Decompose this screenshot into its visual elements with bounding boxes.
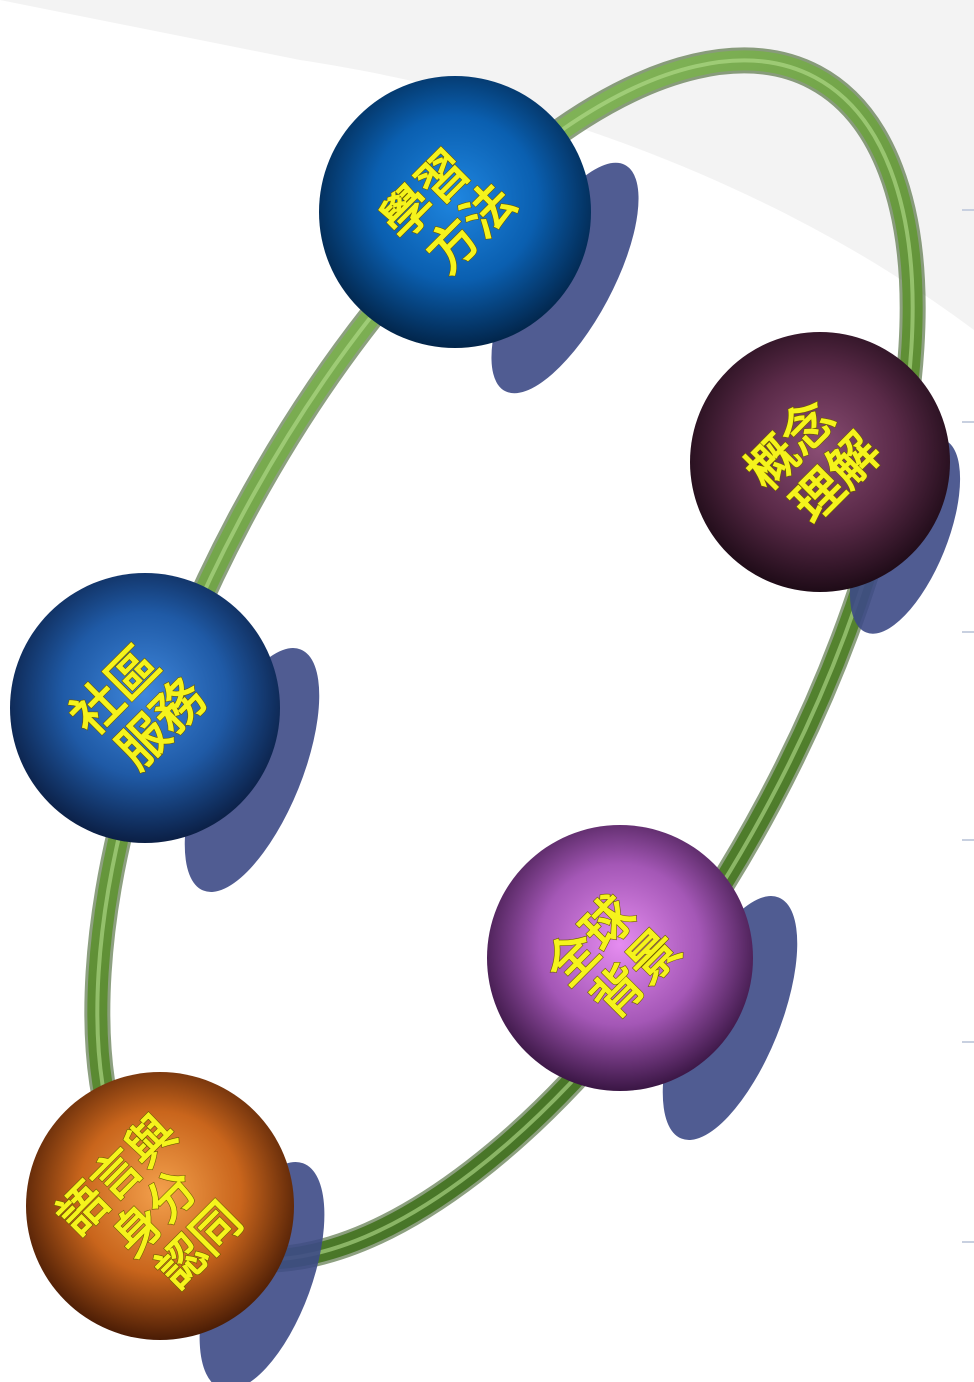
node-sphere	[26, 1072, 294, 1340]
node-concept-understanding: 概念 理解	[690, 332, 961, 634]
node-sphere	[10, 573, 280, 843]
node-community-service: 社區 服務	[10, 573, 320, 892]
edge-ticks	[962, 209, 974, 1243]
node-sphere	[487, 825, 753, 1091]
node-learning-methods: 學習 方法	[319, 76, 639, 394]
node-language-identity: 語言與 身分 認同	[26, 1072, 325, 1382]
node-sphere	[319, 76, 591, 348]
node-sphere	[690, 332, 950, 592]
node-global-context: 全球 背景	[487, 825, 798, 1140]
background-sweep	[0, 0, 974, 330]
